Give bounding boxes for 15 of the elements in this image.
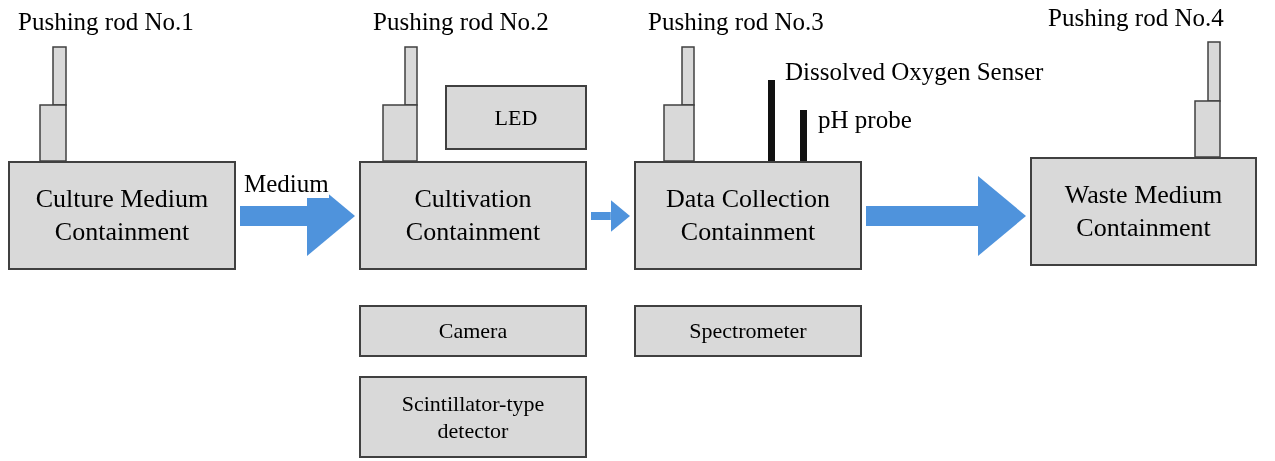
sensor-label: Dissolved Oxygen Senser — [785, 58, 1044, 86]
cultivation-container-box: Cultivation Containment — [359, 161, 587, 270]
storage-container-box: Culture Medium Containment — [8, 161, 236, 270]
data-collection-box: Data Collection Containment — [634, 161, 862, 270]
rod-label: Pushing rod No.3 — [648, 8, 824, 36]
device-box: Camera — [359, 305, 587, 357]
rod-label: Pushing rod No.2 — [373, 8, 549, 36]
block-arrow — [866, 176, 1026, 256]
device-box: LED — [445, 85, 587, 150]
device-box: Scintillator-type detector — [359, 376, 587, 458]
sensor-label: pH probe — [818, 106, 912, 134]
storage-container-box: Waste Medium Containment — [1030, 157, 1257, 266]
rod-label: Pushing rod No.4 — [1048, 4, 1224, 32]
device-box: Spectrometer — [634, 305, 862, 357]
rod-label: Pushing rod No.1 — [18, 8, 194, 36]
